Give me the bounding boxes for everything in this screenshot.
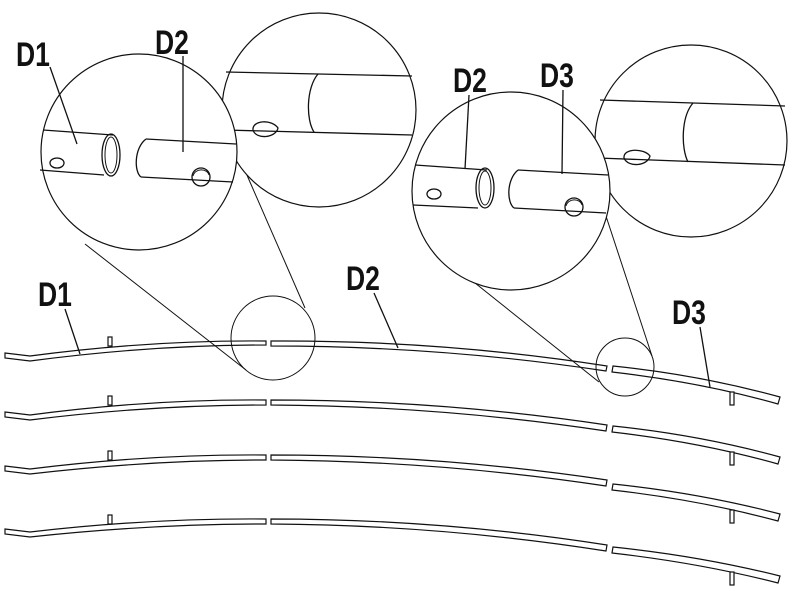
right-joint-zoom: [411, 91, 611, 291]
left-d1-tube-top: [42, 129, 114, 136]
right-d2-tube-bottom: [412, 204, 479, 209]
right-d3-tube-end: [508, 169, 519, 209]
left-detail: D1 D2: [16, 12, 417, 251]
left-d1-hole: [49, 157, 65, 169]
right-d3-tube-bottom: [513, 207, 607, 214]
rod-2-segment-d1: [4, 399, 267, 421]
left-d2-tube-end: [135, 138, 147, 178]
left-d1-tube-end-inner: [104, 136, 118, 174]
rod-4-pin-left: [107, 514, 113, 525]
left-d1-tube-end: [101, 133, 121, 177]
leader-right-zoom-d2: [464, 94, 470, 170]
rod-1-segment-d1: [4, 340, 267, 362]
rod-3-segment-d1: [4, 454, 267, 475]
rod-1: [4, 336, 781, 406]
left-joint-circle: [40, 53, 238, 251]
rod-2-pin-left: [107, 395, 113, 406]
right-weld-circle: [594, 44, 788, 238]
label-left-zoom-d1: D1: [16, 36, 50, 74]
label-rod-d2: D2: [346, 260, 380, 298]
rod-1-segment-d2: [270, 340, 608, 372]
label-rod-d1: D1: [38, 276, 72, 314]
label-left-zoom-d2: D2: [155, 24, 189, 62]
rod-3-pin-left: [107, 450, 113, 461]
leader-left-zoom-d1: [49, 66, 78, 145]
joint-circle-right: [595, 337, 655, 397]
leader-rod-d3: [699, 326, 711, 388]
left-weld-tube-top: [225, 71, 413, 77]
rod-stack: [4, 336, 781, 586]
left-d2-tube-top: [145, 138, 237, 145]
rod-labels: D1 D2 D3: [38, 260, 711, 388]
leader-right-zoom-d3: [561, 89, 564, 175]
joint-circle-left: [230, 295, 316, 381]
rod-2: [4, 395, 781, 466]
rod-3-segment-d2: [270, 454, 608, 487]
right-joint-circle: [411, 91, 611, 291]
leader-rod-d1: [64, 308, 81, 355]
rod-4: [4, 514, 781, 586]
right-d2-tube-top: [414, 164, 488, 171]
right-d3-hole-shade: [565, 199, 583, 207]
right-weld-tube-bottom: [597, 157, 786, 166]
left-d2-hole-shade: [192, 169, 210, 177]
rod-4-segment-d3: [611, 546, 781, 584]
right-d2-tube-end: [475, 167, 495, 209]
left-weld-tube-bottom: [224, 129, 413, 136]
rod-4-pin-right: [729, 571, 735, 586]
rod-4-segment-d2: [270, 518, 608, 552]
right-weld-sleeve-end: [682, 102, 694, 163]
rod-2-segment-d3: [611, 425, 781, 465]
leader-rod-d2: [373, 292, 399, 349]
right-detail: D2 D3: [411, 44, 788, 291]
right-weld-zoom: [594, 44, 788, 238]
rod-3: [4, 450, 781, 524]
guide-right-b: [603, 209, 653, 357]
guide-right-a: [464, 274, 600, 383]
right-d2-tube-end-inner: [478, 170, 492, 206]
left-d2-hole: [191, 167, 211, 187]
rod-4-segment-d1: [4, 518, 267, 538]
left-weld-sleeve-end: [307, 73, 319, 133]
rod-2-pin-right: [729, 451, 735, 466]
left-d2-tube-bottom: [140, 176, 234, 183]
left-weld-circle: [221, 12, 417, 208]
left-weld-bead: [252, 121, 279, 138]
right-d3-tube-top: [517, 169, 609, 176]
label-right-zoom-d2: D2: [453, 62, 487, 100]
label-rod-d3: D3: [672, 294, 706, 332]
left-d1-tube-bottom: [39, 169, 105, 176]
right-d2-hole: [426, 188, 442, 200]
label-right-zoom-d3: D3: [540, 57, 574, 95]
rod-1-segment-d3: [611, 365, 781, 405]
rod-2-segment-d2: [270, 399, 608, 432]
right-weld-bead: [623, 149, 651, 166]
rod-1-pin-right: [729, 391, 735, 406]
left-joint-zoom: [39, 53, 238, 251]
rod-3-segment-d3: [611, 483, 781, 522]
rod-3-pin-right: [729, 509, 735, 524]
guide-left-a: [84, 243, 247, 371]
rod-1-pin-left: [107, 336, 113, 347]
right-d3-hole: [564, 197, 584, 217]
left-weld-zoom: [221, 12, 417, 208]
